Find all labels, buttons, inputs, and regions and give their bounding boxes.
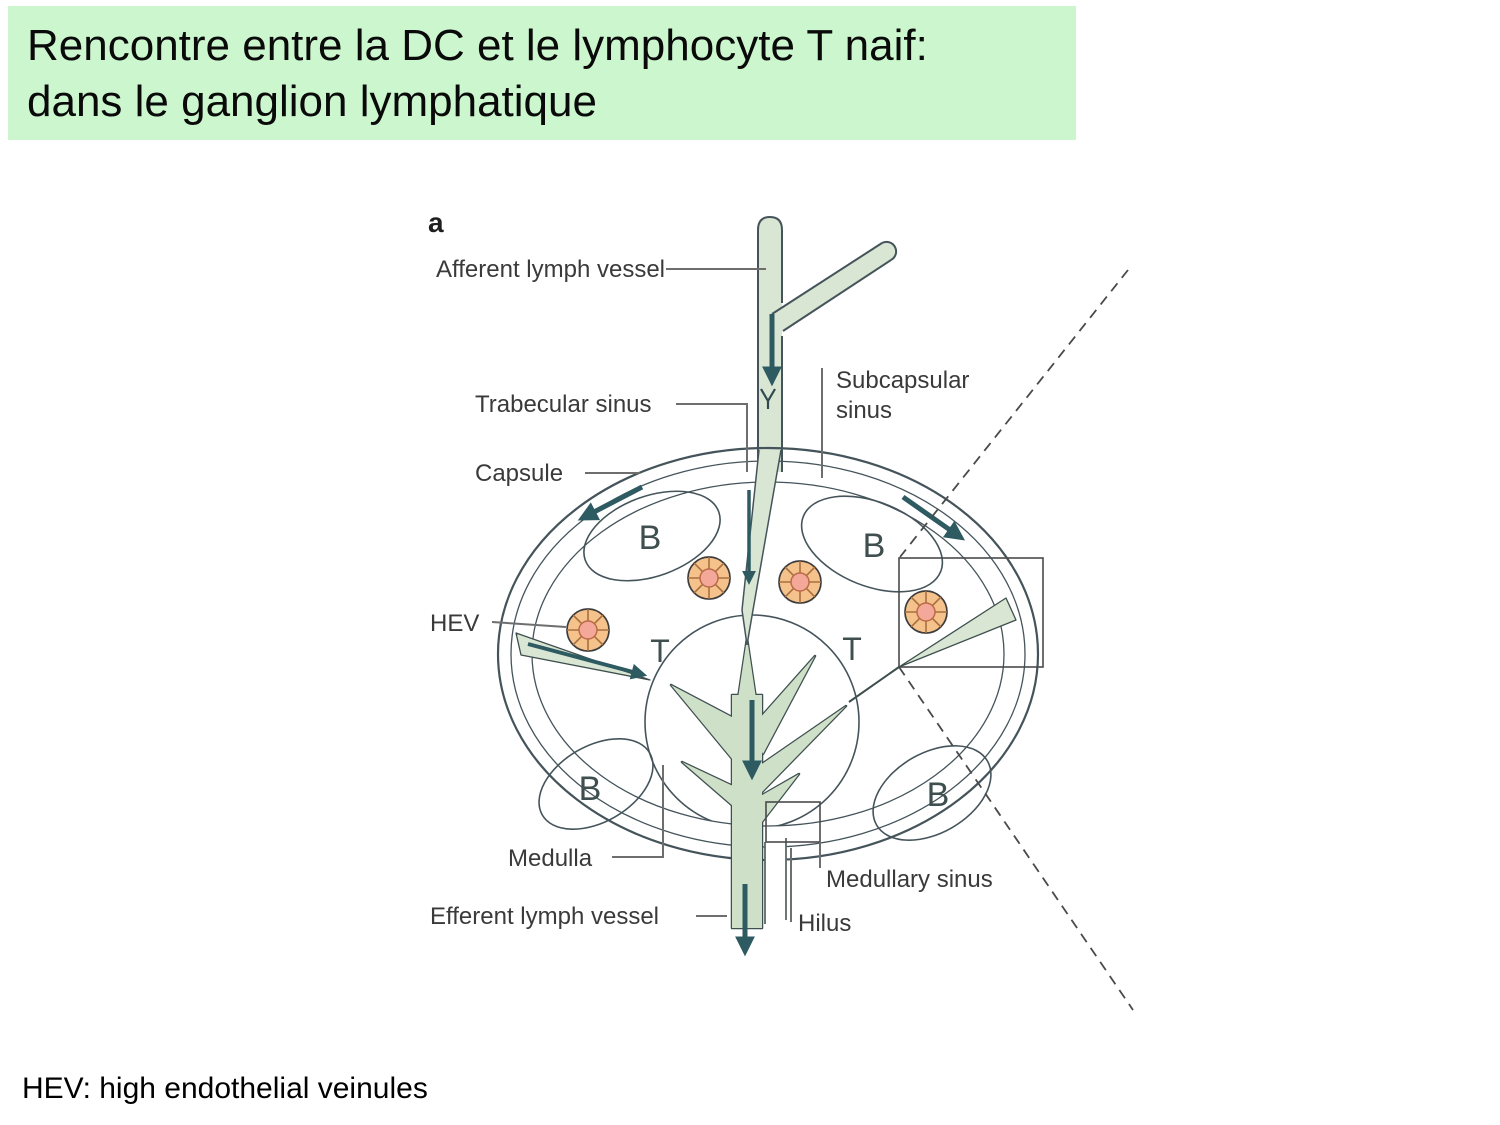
hilus-notch <box>764 834 787 924</box>
b-follicle-letter: B <box>863 527 886 565</box>
subcapsular-flow-left-arrow-icon <box>577 484 644 521</box>
label-capsule: Capsule <box>475 460 563 487</box>
trabecular-sinus-channel <box>741 449 782 646</box>
slide-title-line2: dans le ganglion lymphatique <box>27 77 597 126</box>
lymph-flow-arrows <box>527 314 966 957</box>
label-leader-lines <box>491 268 823 922</box>
subcapsular-flow-right-arrow-icon <box>901 494 966 541</box>
b-follicle <box>872 745 992 841</box>
label-trabecular-sinus: Trabecular sinus <box>475 391 652 418</box>
label-medulla: Medulla <box>508 845 593 872</box>
trabecular-wedge-arrow-icon <box>527 642 648 680</box>
afferent-branch-walls <box>771 240 898 332</box>
panel-a-label: a <box>428 207 444 238</box>
projection-dashed-line-lower <box>898 666 1134 1011</box>
medullary-sinus-box <box>765 801 821 843</box>
afferent-lymph-vessel <box>757 215 898 472</box>
b-cell-follicles <box>538 490 992 841</box>
hev-rosette-icon <box>566 608 610 652</box>
hev-rosette-icon <box>904 590 948 634</box>
hev-footnote: HEV: high endothelial veinules <box>22 1072 428 1105</box>
label-hilus: Hilus <box>798 910 851 937</box>
label-subcapsular-sinus-line1: Subcapsular <box>836 367 969 394</box>
trabecula-to-medulla-line <box>848 666 900 703</box>
b-follicle-letter: B <box>639 519 662 557</box>
label-hev: HEV <box>430 610 479 637</box>
t-zone-letter: T <box>842 631 862 667</box>
t-zone-letter: T <box>650 633 670 669</box>
slide-title-line1: Rencontre entre la DC et le lymphocyte T… <box>27 21 928 70</box>
b-follicle <box>800 495 944 593</box>
magnified-region-box <box>898 557 1044 668</box>
medullary-sinus-tree <box>669 636 848 930</box>
b-follicle-letter: B <box>927 776 950 814</box>
valve-y-icon <box>760 388 776 409</box>
projection-dashed-line-upper <box>899 269 1129 558</box>
b-follicle-letter: B <box>579 770 602 808</box>
hev-rosette-icon <box>778 560 822 604</box>
label-efferent-lymph-vessel: Efferent lymph vessel <box>430 903 659 930</box>
label-medullary-sinus: Medullary sinus <box>826 866 993 893</box>
label-afferent-lymph-vessel: Afferent lymph vessel <box>436 256 665 283</box>
slide-title-banner: Rencontre entre la DC et le lymphocyte T… <box>8 6 1076 140</box>
b-follicle <box>583 490 721 582</box>
hev-rosette-icon <box>687 556 731 600</box>
label-subcapsular-sinus-line2: sinus <box>836 397 892 424</box>
